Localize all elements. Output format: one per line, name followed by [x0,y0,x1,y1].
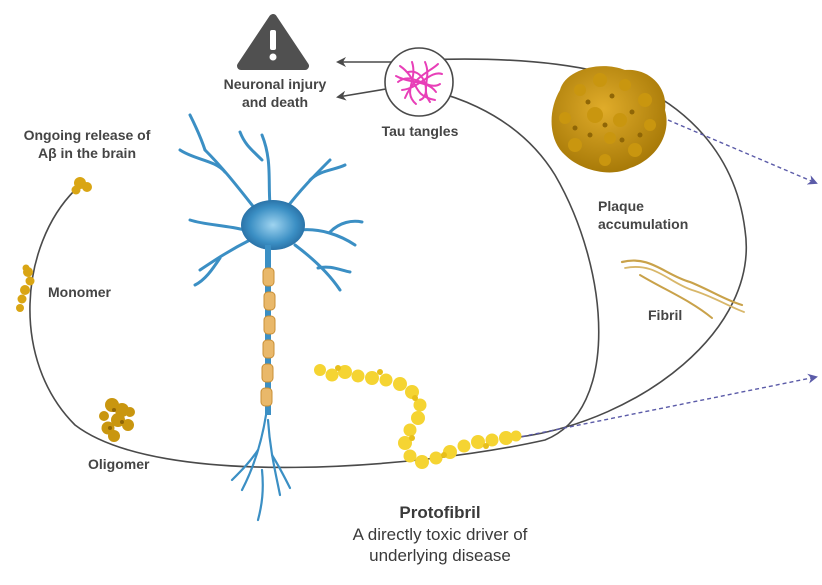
plaque-illustration [551,66,667,173]
label-tau-tangles: Tau tangles [381,123,459,139]
label-fibril: Fibril [648,307,683,323]
monomer-illustration [16,264,35,312]
fibril-illustration [620,259,745,319]
dashed-arrow-plaque [667,119,818,185]
label-neuronal-injury: Neuronal injury and death [223,76,327,110]
label-protofibril-description: A directly toxic driver of underlying di… [352,525,528,565]
label-ongoing-release: Ongoing release of Aβ in the brain [23,127,151,161]
dashed-arrow-protofibril [514,373,818,439]
cycle-path-left [29,84,600,469]
tau-tangle-icon [384,47,454,117]
neuron-illustration [178,113,364,522]
arrow-to-injury-bottom [336,87,393,101]
protofibril-illustration [314,364,522,469]
label-oligomer: Oligomer [88,456,150,472]
warning-icon [237,14,309,70]
label-protofibril-title: Protofibril [399,503,481,522]
cycle-path-right [419,58,748,438]
oligomer-illustration [99,398,135,442]
abeta-release-blob [71,177,92,195]
label-plaque-accumulation: Plaque accumulation [598,198,689,232]
label-monomer: Monomer [48,284,111,300]
